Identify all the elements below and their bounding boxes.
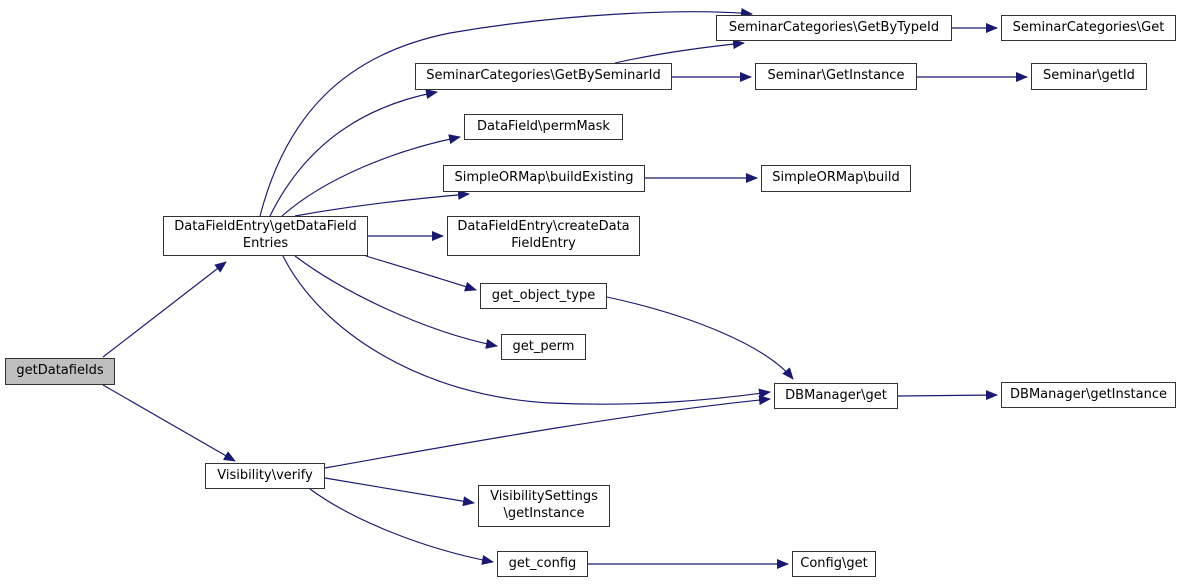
edge-getDatafields-to-getDataFieldEntries	[102, 261, 227, 358]
edge-getDataFieldEntries-to-get-perm	[294, 255, 498, 349]
edge-getDataFieldEntries-to-get-object-type	[365, 255, 477, 292]
edge-getDataFieldEntries-to-buildExisting	[294, 189, 470, 217]
node-getdatafields[interactable]: getDatafields	[5, 358, 115, 385]
node-dbmanager-getinstance[interactable]: DBManager\getInstance	[1001, 382, 1176, 408]
node-seminarcategories-getbyseminarid[interactable]: SeminarCategories\GetBySeminarId	[415, 63, 672, 90]
node-visibilitysettings-getinstance[interactable]: VisibilitySettings \getInstance	[478, 485, 610, 527]
node-get-object-type[interactable]: get_object_type	[480, 283, 607, 309]
node-dbmanager-get[interactable]: DBManager\get	[774, 383, 898, 409]
node-get-perm[interactable]: get_perm	[501, 334, 586, 360]
node-visibility-verify[interactable]: Visibility\verify	[205, 463, 325, 489]
edge-visibility-verify-to-dbmanager-get	[324, 395, 771, 469]
node-datafieldentry-createdatafieldentry[interactable]: DataFieldEntry\createData FieldEntry	[447, 216, 640, 256]
node-seminar-getinstance[interactable]: Seminar\GetInstance	[755, 63, 917, 90]
edge-dbmanager-get-to-dbmanager-getInstance	[897, 390, 998, 401]
node-simpleormap-build[interactable]: SimpleORMap\build	[761, 165, 911, 192]
node-seminarcategories-get[interactable]: SeminarCategories\Get	[1001, 15, 1176, 41]
node-seminar-getid[interactable]: Seminar\getId	[1031, 63, 1147, 90]
node-datafieldentry-getdatafieldentries[interactable]: DataFieldEntry\getDataField Entries	[163, 216, 368, 256]
node-simpleormap-buildexisting[interactable]: SimpleORMap\buildExisting	[443, 165, 645, 192]
node-config-get[interactable]: Config\get	[792, 551, 876, 577]
edge-getBySeminarId-to-getByTypeId	[614, 39, 745, 64]
edge-getDatafields-to-visibility-verify	[102, 384, 236, 462]
node-datafield-permmask[interactable]: DataField\permMask	[464, 114, 623, 140]
edge-getDataFieldEntries-to-dbmanager-get	[282, 255, 771, 405]
edge-getDataFieldEntries-to-getByTypeId	[259, 8, 753, 217]
edge-visibility-verify-to-get-config	[309, 488, 494, 565]
node-get-config[interactable]: get_config	[497, 551, 588, 577]
edge-get-object-type-to-dbmanager-get	[606, 296, 794, 380]
edge-getDataFieldEntries-to-getBySeminarId	[269, 89, 438, 217]
edge-visibility-verify-to-visibilitySettings	[324, 477, 475, 507]
edge-getDataFieldEntries-to-permMask	[281, 134, 461, 217]
node-seminarcategories-getbytypeid[interactable]: SeminarCategories\GetByTypeId	[716, 15, 952, 41]
